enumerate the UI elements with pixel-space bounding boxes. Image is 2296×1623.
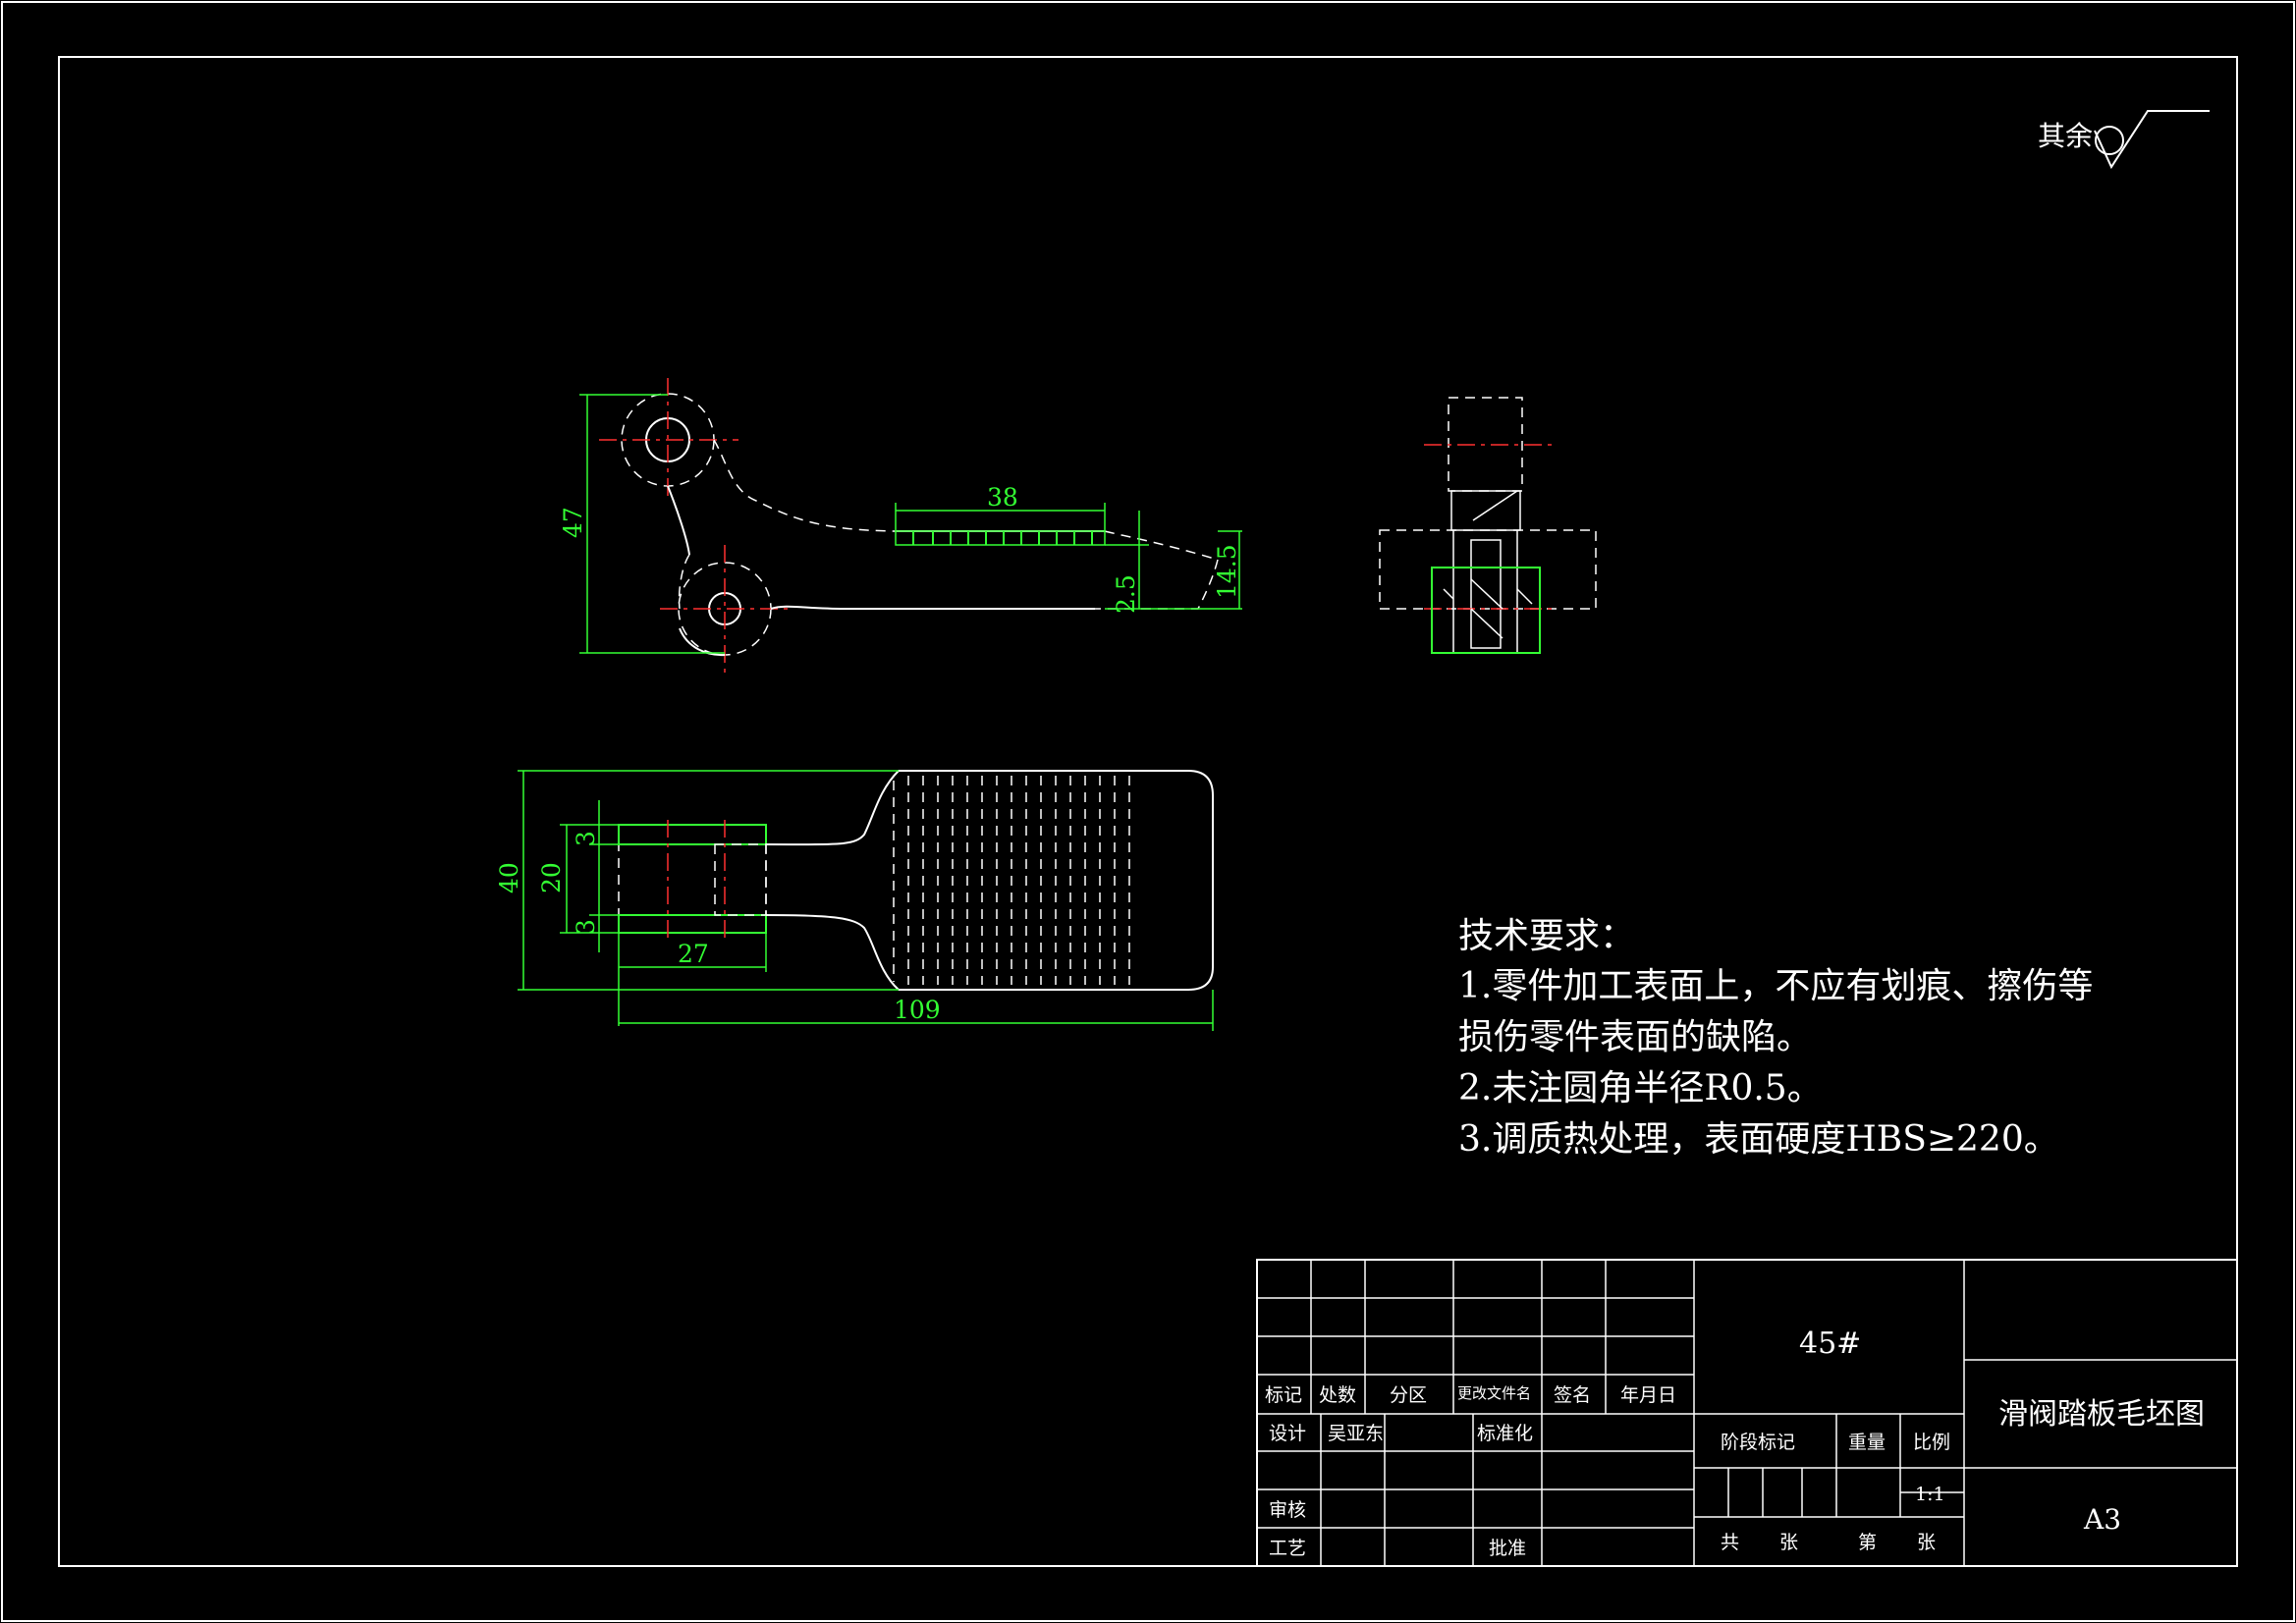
tb-drawing-title: 滑阀踏板毛坯图: [1998, 1397, 2205, 1432]
dim-40: 40: [495, 770, 899, 991]
title-block: 标记 处数 分区 更改文件名 签名 年月日 设计 吴亚东 标准化 审核 工艺 批…: [1256, 1259, 2238, 1567]
dim-27: 27: [618, 933, 767, 1026]
dim-14-5: 14.5: [1105, 530, 1242, 610]
tb-total: 共: [1721, 1532, 1739, 1553]
dim-109-text: 109: [894, 996, 941, 1024]
top-view: 40 20 3 3 27 109: [495, 770, 1214, 1031]
top-serrations: [895, 530, 1106, 546]
dim-3a-text: 3: [572, 831, 600, 846]
tb-number: 第: [1858, 1532, 1877, 1553]
roughness-circle-icon: [2095, 126, 2124, 155]
tb-hdr-sign: 签名: [1554, 1384, 1591, 1406]
side-view: [1379, 397, 1597, 654]
tb-sheets1: 张: [1779, 1532, 1798, 1553]
dim-20-text: 20: [537, 862, 566, 893]
tb-hdr-mark: 标记: [1265, 1384, 1302, 1406]
lower-boss-outline: [678, 562, 772, 656]
tb-approve: 批准: [1489, 1538, 1526, 1559]
tech-req-line1: 1.零件加工表面上，不应有划痕、擦伤等: [1458, 966, 2093, 1006]
surface-roughness-symbol: 其余: [2038, 110, 2210, 170]
tb-sheet-size: A3: [2083, 1503, 2121, 1536]
tb-hdr-zone: 分区: [1390, 1384, 1427, 1406]
fork-lower-lug: [618, 914, 767, 934]
pedal-ribs: [893, 776, 1130, 985]
tb-review: 审核: [1269, 1499, 1306, 1521]
tb-designer: 吴亚东: [1328, 1423, 1384, 1444]
dim-2-5: 2.5: [1105, 511, 1149, 614]
tb-design-label: 设计: [1269, 1423, 1306, 1444]
dim-3: 3 3: [572, 800, 619, 952]
dim-3b-text: 3: [572, 919, 600, 935]
tb-standardize: 标准化: [1477, 1423, 1533, 1444]
tb-hdr-docno: 更改文件名: [1457, 1384, 1531, 1402]
technical-requirements: 技术要求： 1.零件加工表面上，不应有划痕、擦伤等 损伤零件表面的缺陷。 2.未…: [1458, 916, 2093, 1160]
side-view-hub: [1431, 567, 1541, 654]
tb-hdr-date: 年月日: [1620, 1384, 1676, 1406]
dim-38-text: 38: [987, 483, 1018, 512]
dim-2-5-text: 2.5: [1112, 574, 1140, 614]
dim-47: 47: [559, 394, 725, 654]
tech-req-title: 技术要求：: [1458, 916, 1635, 956]
dim-14-5-text: 14.5: [1213, 544, 1241, 599]
dim-47-text: 47: [559, 507, 587, 538]
drawing-frame: [58, 56, 2238, 1567]
front-view: 47 38 2.5 14.5: [559, 378, 1242, 673]
tb-stage-mark: 阶段标记: [1721, 1432, 1795, 1453]
tb-scale-value: 1:1: [1915, 1484, 1945, 1505]
tb-scale-label: 比例: [1913, 1432, 1950, 1453]
tech-req-line3: 2.未注圆角半径R0.5。: [1458, 1068, 1823, 1109]
tb-material: 45#: [1799, 1326, 1861, 1361]
roughness-label: 其余: [2038, 120, 2093, 152]
dim-38: 38: [895, 483, 1106, 531]
tb-sheets2: 张: [1917, 1532, 1936, 1553]
fork-upper-lug: [618, 824, 767, 845]
dim-109: 109: [619, 990, 1214, 1031]
tb-weight: 重量: [1848, 1432, 1886, 1453]
dim-40-text: 40: [495, 862, 523, 893]
tb-hdr-count: 处数: [1319, 1384, 1356, 1406]
dim-27-text: 27: [678, 940, 709, 968]
tech-req-line4: 3.调质热处理，表面硬度HBS≥220。: [1458, 1119, 2059, 1160]
dim-20: 20: [537, 824, 619, 934]
tech-req-line2: 损伤零件表面的缺陷。: [1458, 1017, 1812, 1057]
tb-process: 工艺: [1269, 1538, 1306, 1559]
